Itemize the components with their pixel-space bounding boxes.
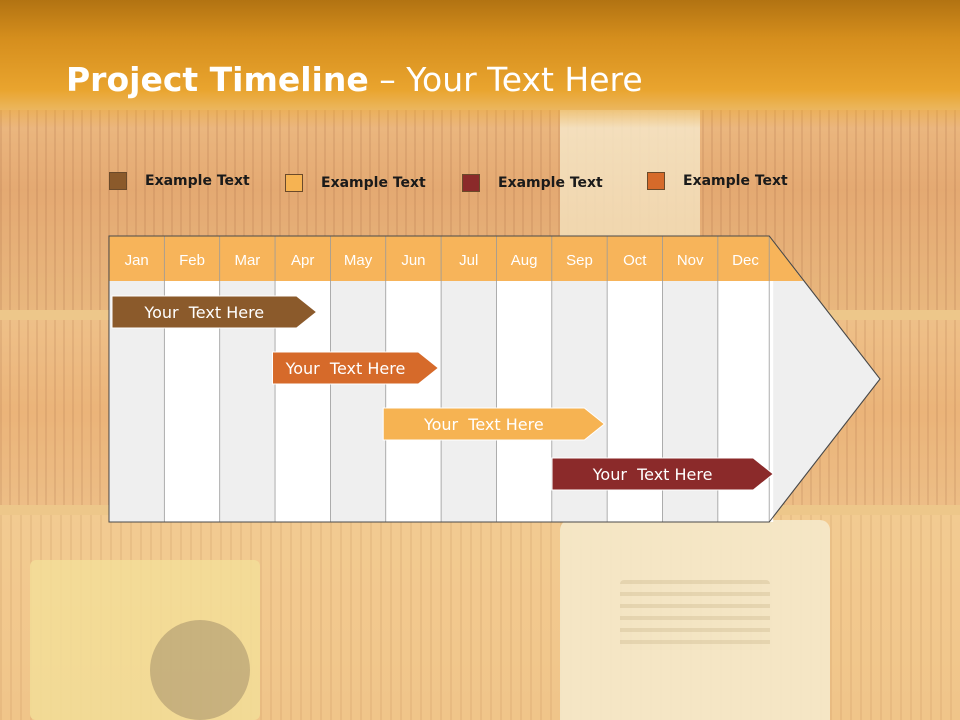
month-label: Mar [234, 252, 260, 269]
legend-label: Example Text [498, 175, 603, 191]
legend-item: Example Text [285, 172, 426, 194]
legend-label: Example Text [145, 173, 250, 189]
legend-label: Example Text [321, 175, 426, 191]
month-label: Nov [677, 252, 704, 269]
header-band [0, 0, 960, 128]
month-label: May [344, 252, 373, 269]
month-label: Feb [179, 252, 205, 269]
legend-swatch [285, 174, 303, 192]
legend-swatch [109, 172, 127, 190]
timeline-bar-label: Your Text Here [285, 359, 406, 378]
timeline-bar [382, 407, 606, 441]
forklift-wheel [150, 620, 250, 720]
page-title: Project Timeline – Your Text Here [66, 60, 643, 99]
legend-swatch [647, 172, 665, 190]
timeline-bar [272, 351, 440, 385]
month-label: Jul [459, 252, 478, 269]
title-bold: Project Timeline [66, 60, 369, 99]
month-column [385, 281, 442, 522]
timeline-bar-label: Your Text Here [423, 415, 544, 434]
timeline-bar-label: Your Text Here [143, 303, 264, 322]
month-label: Oct [623, 252, 647, 269]
legend-label: Example Text [683, 173, 788, 189]
month-label: Aug [511, 252, 538, 269]
month-label: Jun [401, 252, 425, 269]
timeline-bar [551, 457, 775, 491]
timeline-arrow-outline [108, 235, 881, 523]
timeline-header-strip [109, 236, 804, 281]
legend-swatch [462, 174, 480, 192]
month-column [496, 281, 552, 522]
sky-patch [560, 110, 700, 250]
month-label: Jan [125, 252, 149, 269]
legend-item: Example Text [647, 170, 788, 192]
truck-grill [620, 580, 770, 650]
month-label: Apr [291, 252, 314, 269]
timeline-bar-label: Your Text Here [592, 465, 713, 484]
month-label: Dec [732, 252, 759, 269]
title-rest: – Your Text Here [368, 60, 643, 99]
truck [560, 520, 830, 720]
timeline-bar [111, 295, 318, 329]
month-label: Sep [566, 252, 593, 269]
legend-item: Example Text [109, 170, 250, 192]
legend-item: Example Text [462, 172, 603, 194]
